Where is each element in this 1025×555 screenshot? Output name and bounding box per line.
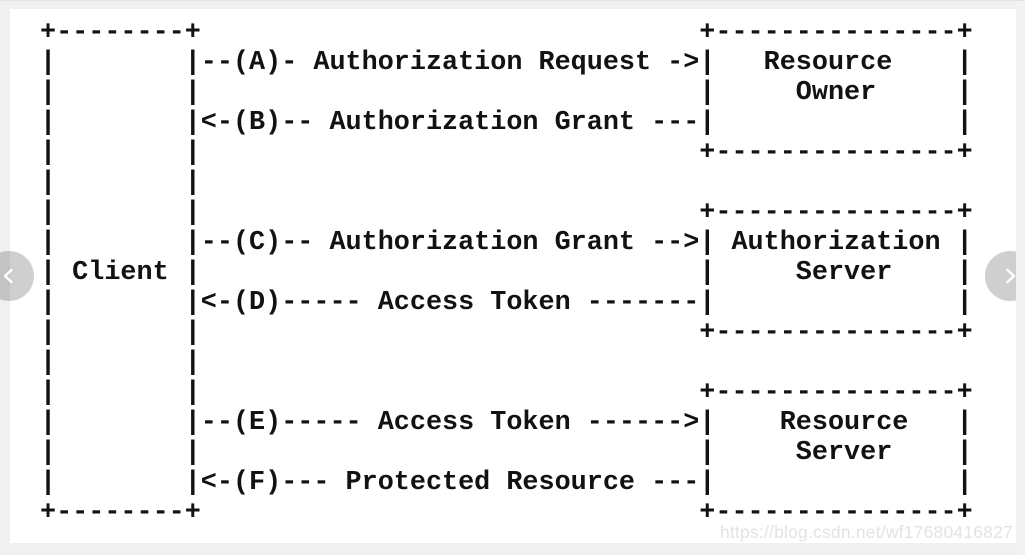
top-border [0,0,1025,1]
right-gutter [1016,0,1025,555]
oauth-flow-ascii-diagram: +--------+ +---------------+ | |--(A)- A… [40,18,973,528]
watermark-url: https://blog.csdn.net/wf17680416827 [719,522,1013,542]
chevron-left-icon [0,266,19,286]
figure-panel: +--------+ +---------------+ | |--(A)- A… [10,9,1016,543]
chevron-right-icon [1000,266,1020,286]
